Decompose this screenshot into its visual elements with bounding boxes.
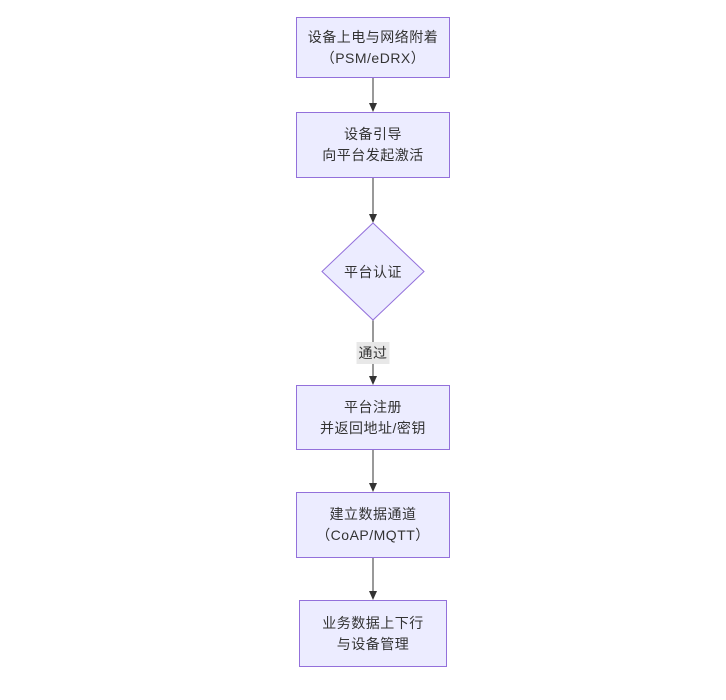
node-text-line: 平台注册	[344, 398, 402, 415]
arrowhead-icon	[369, 103, 377, 112]
node-text-line: 向平台发起激活	[322, 147, 424, 163]
node-text-line: 业务数据上下行	[322, 614, 424, 631]
node-text-line: （PSM/eDRX）	[320, 49, 426, 66]
edge-label-pass: 通过	[356, 342, 390, 364]
node-text-line: （CoAP/MQTT）	[316, 527, 430, 543]
arrowhead-icon	[369, 376, 377, 385]
node-text-line: 设备上电与网络附着	[307, 28, 439, 45]
node-text-line: 设备引导	[344, 126, 402, 142]
arrowhead-icon	[369, 483, 377, 492]
node-text-line: 与设备管理	[336, 635, 410, 652]
node-device-bootstrap[interactable]: 设备引导 向平台发起激活	[296, 112, 450, 178]
node-data-channel[interactable]: 建立数据通道 （CoAP/MQTT）	[296, 492, 450, 558]
node-business-data[interactable]: 业务数据上下行 与设备管理	[299, 600, 447, 667]
decision-node-platform-auth[interactable]	[321, 222, 425, 321]
arrowhead-icon	[369, 214, 377, 223]
node-text-line: 并返回地址/密钥	[320, 419, 426, 436]
node-power-on-network-attach[interactable]: 设备上电与网络附着 （PSM/eDRX）	[296, 17, 450, 78]
decision-label-platform-auth: 平台认证	[344, 264, 402, 280]
arrowhead-icon	[369, 591, 377, 600]
node-text-line: 建立数据通道	[329, 506, 417, 522]
node-platform-register[interactable]: 平台注册 并返回地址/密钥	[296, 385, 450, 450]
